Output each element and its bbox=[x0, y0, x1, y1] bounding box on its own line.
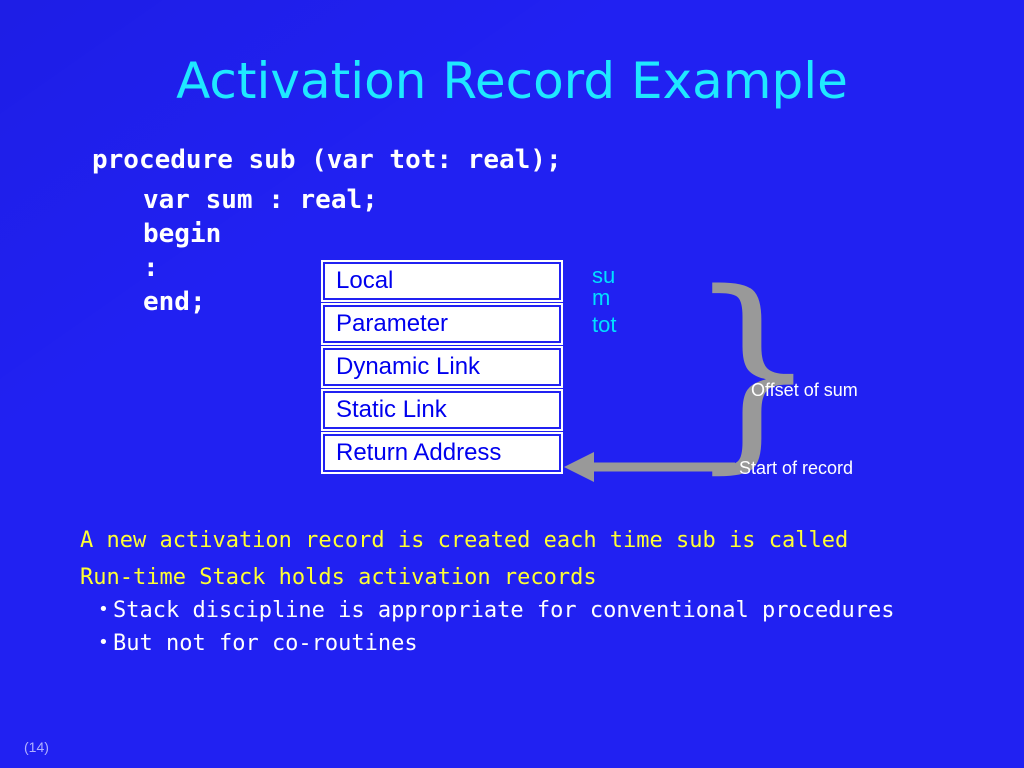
var-label-tot: tot bbox=[592, 312, 617, 337]
bullet-item-2: But not for co-routines bbox=[113, 631, 418, 656]
start-label: Start of record bbox=[739, 458, 854, 478]
page-number: (14) bbox=[24, 739, 49, 755]
code-line-4: : bbox=[143, 253, 159, 283]
code-line-3: begin bbox=[143, 219, 222, 249]
slide-title: Activation Record Example bbox=[176, 52, 848, 110]
statement-2: Run-time Stack holds activation records bbox=[80, 565, 597, 590]
bullet-dot-icon: • bbox=[98, 599, 109, 620]
record-field-local: Local bbox=[321, 260, 563, 302]
record-field-parameter: Parameter bbox=[321, 303, 563, 345]
statement-1: A new activation record is created each … bbox=[80, 528, 849, 553]
var-label-sum: sum bbox=[592, 263, 616, 310]
left-arrow-icon bbox=[564, 452, 735, 482]
code-line-2: var sum : real; bbox=[143, 185, 378, 215]
record-field-return-address: Return Address bbox=[321, 432, 563, 474]
code-line-1: procedure sub (var tot: real); bbox=[92, 145, 562, 175]
record-field-static-link: Static Link bbox=[321, 389, 563, 431]
code-line-5: end; bbox=[143, 287, 206, 317]
bullet-dot-icon: • bbox=[98, 632, 109, 653]
record-field-dynamic-link: Dynamic Link bbox=[321, 346, 563, 388]
offset-label: Offset of sum bbox=[751, 380, 858, 400]
bullet-item-1: Stack discipline is appropriate for conv… bbox=[113, 598, 895, 623]
brace-icon: } bbox=[686, 247, 820, 492]
